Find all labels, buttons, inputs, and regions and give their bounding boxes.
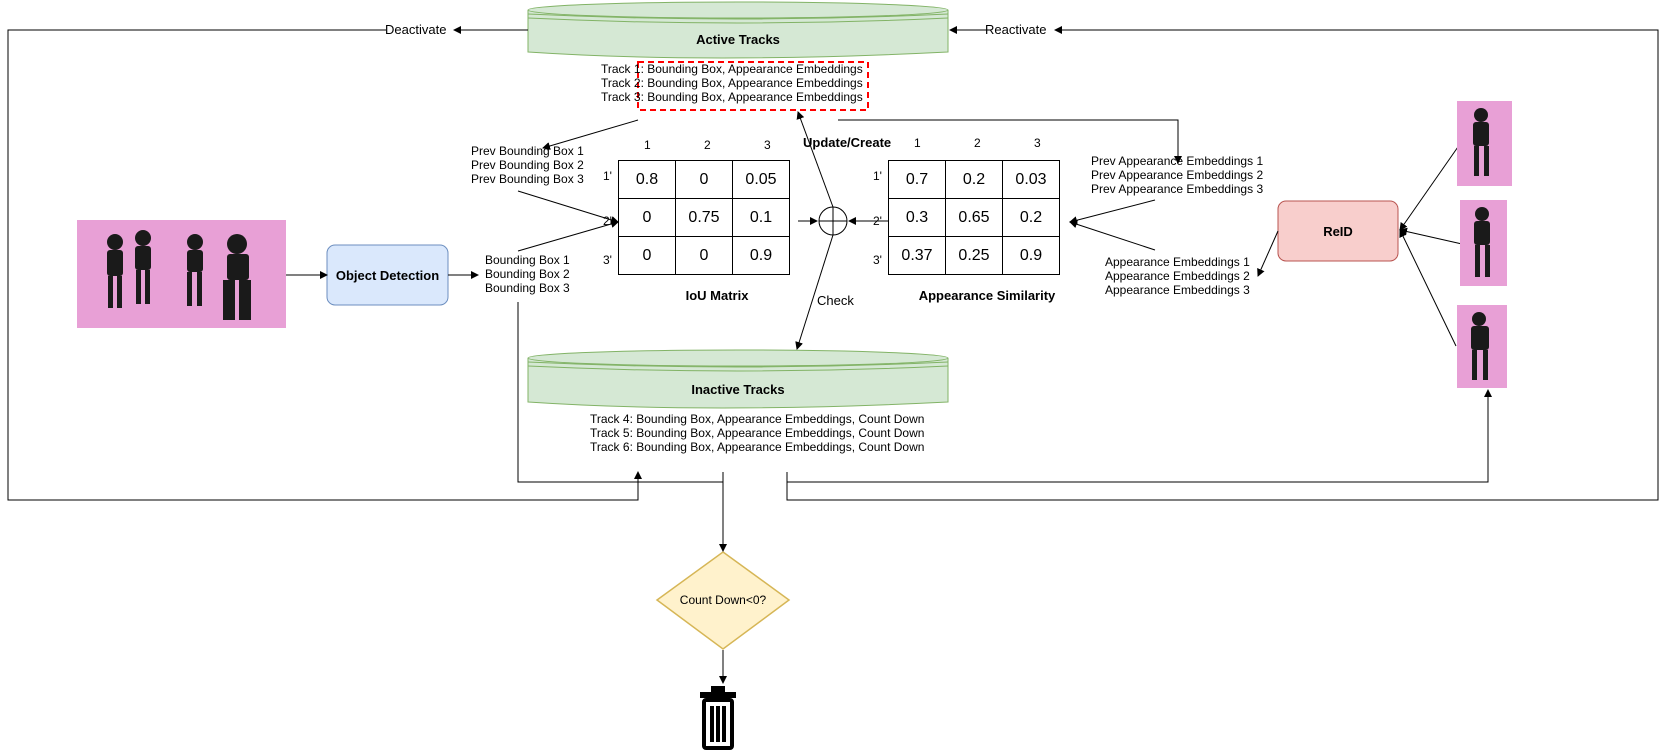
decision-label: Count Down<0?	[679, 593, 767, 607]
inactive-track-line: Track 5: Bounding Box, Appearance Embedd…	[590, 426, 925, 440]
matrix-cell: 0.7	[888, 160, 946, 199]
inactive-track-list: Track 4: Bounding Box, Appearance Embedd…	[590, 412, 924, 454]
matrix-cell: 0.2	[945, 160, 1003, 199]
deactivate-loop	[7, 29, 642, 501]
iou-col-header: 1	[644, 138, 651, 152]
check-label: Check	[817, 293, 854, 308]
prev-bbox-item: Prev Bounding Box 3	[471, 172, 584, 186]
reactivate-label: Reactivate	[985, 22, 1047, 37]
crop-image-2	[1460, 200, 1507, 286]
object-detection-label: Object Detection	[335, 267, 440, 283]
prev-embedding-list: Prev Appearance Embeddings 1 Prev Appear…	[1091, 154, 1263, 196]
matrix-row: 0.8 0 0.05	[618, 160, 790, 199]
bbox-item: Bounding Box 1	[485, 253, 570, 267]
matrix-row: 0 0 0.9	[618, 236, 790, 275]
iou-col-header: 3	[764, 138, 771, 152]
input-frame-image	[77, 220, 286, 328]
bbox-list: Bounding Box 1 Bounding Box 2 Bounding B…	[485, 253, 570, 295]
app-row-header: 1'	[873, 169, 882, 183]
matrix-cell: 0.9	[732, 236, 790, 275]
crop-image-3	[1457, 305, 1507, 388]
app-row-header: 3'	[873, 253, 882, 267]
matrix-cell: 0.9	[1002, 236, 1060, 275]
prev-embedding-item: Prev Appearance Embeddings 3	[1091, 182, 1264, 196]
prev-bbox-list: Prev Bounding Box 1 Prev Bounding Box 2 …	[471, 144, 584, 186]
active-track-list: Track 1: Bounding Box, Appearance Embedd…	[601, 62, 863, 104]
matrix-cell: 0	[618, 198, 676, 237]
matrix-cell: 0.05	[732, 160, 790, 199]
crop-image-1	[1457, 101, 1512, 186]
matrix-row: 0.3 0.65 0.2	[888, 198, 1060, 237]
prev-embedding-item: Prev Appearance Embeddings 1	[1091, 154, 1264, 168]
decision-shape	[655, 551, 791, 650]
active-tracks-label: Active Tracks	[696, 32, 780, 47]
matrix-cell: 0.8	[618, 160, 676, 199]
embedding-item: Appearance Embeddings 2	[1105, 269, 1250, 283]
matrix-cell: 0.65	[945, 198, 1003, 237]
reid-label: ReID	[1323, 223, 1353, 239]
reactivate-loop	[786, 26, 1659, 501]
appearance-matrix: 0.7 0.2 0.03 0.3 0.65 0.2 0.37 0.25 0.9	[888, 160, 1060, 275]
matrix-cell: 0.03	[1002, 160, 1060, 199]
inactive-track-line: Track 6: Bounding Box, Appearance Embedd…	[590, 440, 925, 454]
active-tracks-db	[527, 1, 949, 59]
iou-row-header: 1'	[603, 169, 612, 183]
bbox-item: Bounding Box 3	[485, 281, 570, 295]
active-track-line: Track 2: Bounding Box, Appearance Embedd…	[601, 76, 863, 90]
embedding-list: Appearance Embeddings 1 Appearance Embed…	[1105, 255, 1250, 297]
matrix-cell: 0.37	[888, 236, 946, 275]
matrix-cell: 0.3	[888, 198, 946, 237]
app-col-header: 3	[1034, 136, 1041, 150]
app-col-header: 2	[974, 136, 981, 150]
prev-embedding-item: Prev Appearance Embeddings 2	[1091, 168, 1264, 182]
iou-row-header: 2'	[603, 214, 612, 228]
inactive-tracks-db	[527, 349, 949, 409]
active-track-line: Track 3: Bounding Box, Appearance Embedd…	[601, 90, 863, 104]
prev-bbox-item: Prev Bounding Box 1	[471, 144, 584, 158]
matrix-row: 0.7 0.2 0.03	[888, 160, 1060, 199]
matrix-cell: 0.2	[1002, 198, 1060, 237]
bbox-item: Bounding Box 2	[485, 267, 570, 281]
iou-matrix-title: IoU Matrix	[685, 288, 749, 303]
matrix-cell: 0	[618, 236, 676, 275]
matrix-cell: 0	[675, 160, 733, 199]
embedding-item: Appearance Embeddings 3	[1105, 283, 1250, 297]
embedding-item: Appearance Embeddings 1	[1105, 255, 1250, 269]
iou-matrix: 0.8 0 0.05 0 0.75 0.1 0 0 0.9	[618, 160, 790, 275]
matrix-cell: 0	[675, 236, 733, 275]
update-create-label: Update/Create	[803, 135, 892, 150]
inactive-track-line: Track 4: Bounding Box, Appearance Embedd…	[590, 412, 925, 426]
matrix-cell: 0.1	[732, 198, 790, 237]
matrix-row: 0 0.75 0.1	[618, 198, 790, 237]
deactivate-label: Deactivate	[385, 22, 447, 37]
matrix-row: 0.37 0.25 0.9	[888, 236, 1060, 275]
prev-bbox-item: Prev Bounding Box 2	[471, 158, 584, 172]
matrix-cell: 0.75	[675, 198, 733, 237]
appearance-matrix-title: Appearance Similarity	[918, 288, 1056, 303]
inactive-tracks-label: Inactive Tracks	[691, 382, 785, 397]
iou-row-header: 3'	[603, 253, 612, 267]
trash-icon	[700, 686, 736, 750]
merge-circle	[818, 206, 848, 236]
embedding-highlight	[637, 61, 869, 111]
matrix-cell: 0.25	[945, 236, 1003, 275]
iou-col-header: 2	[704, 138, 711, 152]
app-row-header: 2'	[873, 214, 882, 228]
active-track-line: Track 1: Bounding Box, Appearance Embedd…	[601, 62, 863, 76]
app-col-header: 1	[914, 136, 921, 150]
